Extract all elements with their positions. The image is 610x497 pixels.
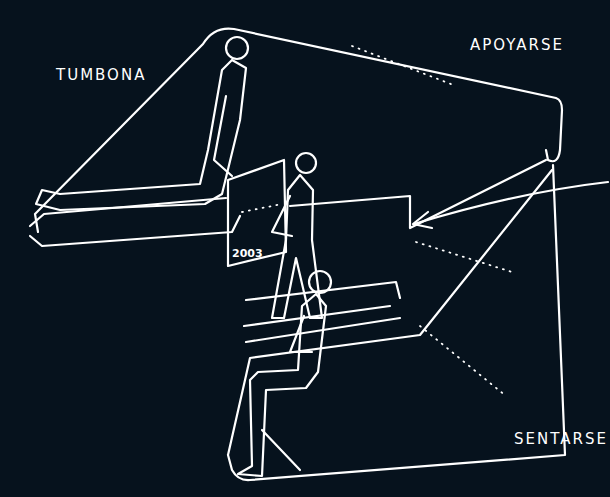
seat-diagonal-lower	[228, 170, 552, 455]
backrest-frame	[35, 29, 562, 232]
leg-rest	[262, 430, 300, 470]
seat-diagonal	[290, 160, 546, 228]
lounge-seat	[30, 216, 240, 246]
card-border	[228, 160, 286, 266]
pointer-arrow	[414, 182, 608, 224]
reclining-figure	[36, 60, 246, 210]
armrest	[246, 282, 400, 300]
card-date: 2003	[232, 247, 263, 260]
guide-dots	[420, 326, 506, 396]
guide-dots	[416, 242, 512, 272]
lounge-seat	[30, 198, 226, 226]
guide-dots	[242, 204, 282, 212]
dated-card: 2003	[226, 158, 288, 268]
pointer-arrowhead	[413, 212, 432, 228]
figure-head	[226, 37, 248, 59]
figure-head	[296, 153, 316, 173]
armrest	[246, 318, 400, 342]
figure-arm	[214, 96, 232, 176]
sketch-label: SENTARSE	[514, 430, 608, 448]
guide-dots	[352, 46, 456, 86]
figure-arm	[272, 196, 292, 236]
sketch-label: APOYARSE	[470, 36, 564, 54]
sketch-label: TUMBONA	[56, 66, 146, 84]
